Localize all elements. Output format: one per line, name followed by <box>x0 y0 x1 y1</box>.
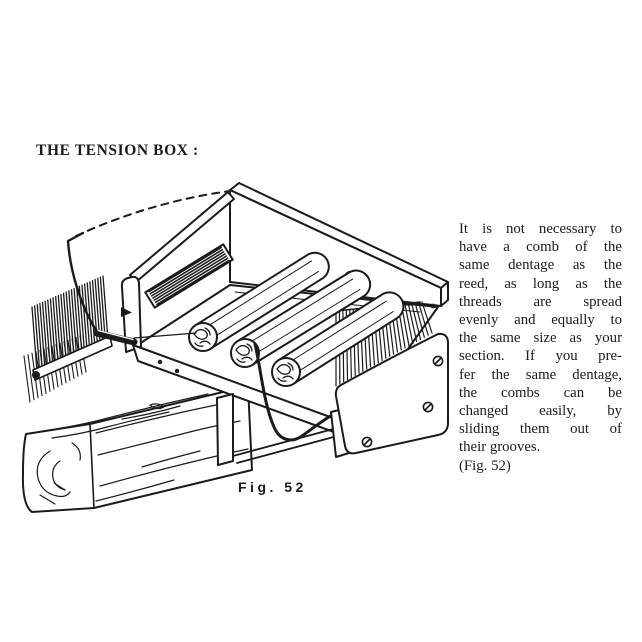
figure-caption: Fig. 52 <box>238 479 307 495</box>
thread-direction-arrow <box>121 307 132 317</box>
left-end-wall <box>120 275 142 353</box>
body-text-column: It is not necessary to have a comb of the… <box>459 220 622 475</box>
roller <box>271 291 405 387</box>
thread-loop-wire <box>253 342 352 442</box>
roller <box>230 269 372 368</box>
thread-path-dashed-arc <box>75 190 231 237</box>
body-text-line: sliding them out of <box>459 421 622 438</box>
body-text-line: changed easily, by <box>459 403 622 420</box>
thread-anchor-dot <box>430 303 436 309</box>
comb-bar <box>32 335 113 381</box>
wood-grain-top <box>37 393 222 439</box>
body-text-line: the same size as your <box>459 330 622 347</box>
roller <box>188 251 330 352</box>
page-title: THE TENSION BOX : <box>36 142 199 159</box>
body-text-line: evenly and equally to <box>459 312 622 329</box>
body-text-line: (Fig. 52) <box>459 457 511 474</box>
body-text-line: have a comb of the <box>459 239 622 256</box>
wood-grain-end <box>36 442 81 505</box>
tension-box-drawing <box>21 182 449 513</box>
body-text-line: reed, as long as the <box>459 275 622 292</box>
figure-52-illustration <box>0 165 460 515</box>
tension-rollers <box>188 251 405 387</box>
body-text-line: same dentage as the <box>459 257 622 274</box>
body-text-line: their grooves. <box>459 439 541 456</box>
screws <box>361 355 444 448</box>
body-text-line: section. If you pre- <box>459 348 622 365</box>
back-roller-shaded <box>144 243 234 309</box>
box-legs <box>216 393 342 466</box>
right-side-panel <box>330 332 449 458</box>
body-text-line: It is not necessary to <box>459 221 622 237</box>
body-text-line: threads are spread <box>459 293 622 310</box>
thread-path-dashed-right <box>382 303 429 306</box>
body-text-line: fer the same dentage, <box>459 366 622 383</box>
body-text-line: the combs can be <box>459 384 622 401</box>
wire-guide <box>66 231 99 334</box>
thread-rod <box>93 329 197 346</box>
